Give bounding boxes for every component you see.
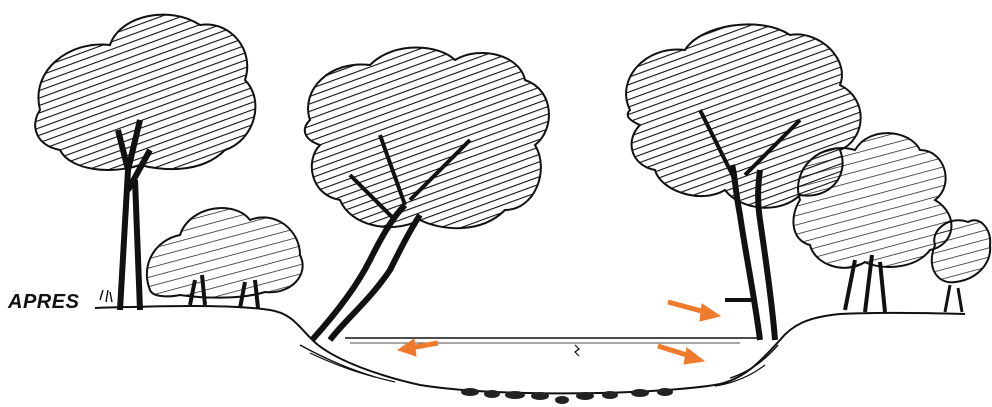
ground-lines: [95, 306, 965, 393]
riverbed-stones: [461, 388, 673, 404]
flow-arrows: [398, 302, 720, 364]
tree-right: [626, 24, 990, 340]
bushes-left: [100, 208, 303, 308]
arrow-bank-right-lower: [658, 346, 704, 364]
arrow-water-left: [398, 339, 438, 356]
left-bank-line: [95, 306, 965, 393]
tree-center: [305, 48, 549, 341]
arrow-bank-right-upper: [668, 302, 720, 321]
